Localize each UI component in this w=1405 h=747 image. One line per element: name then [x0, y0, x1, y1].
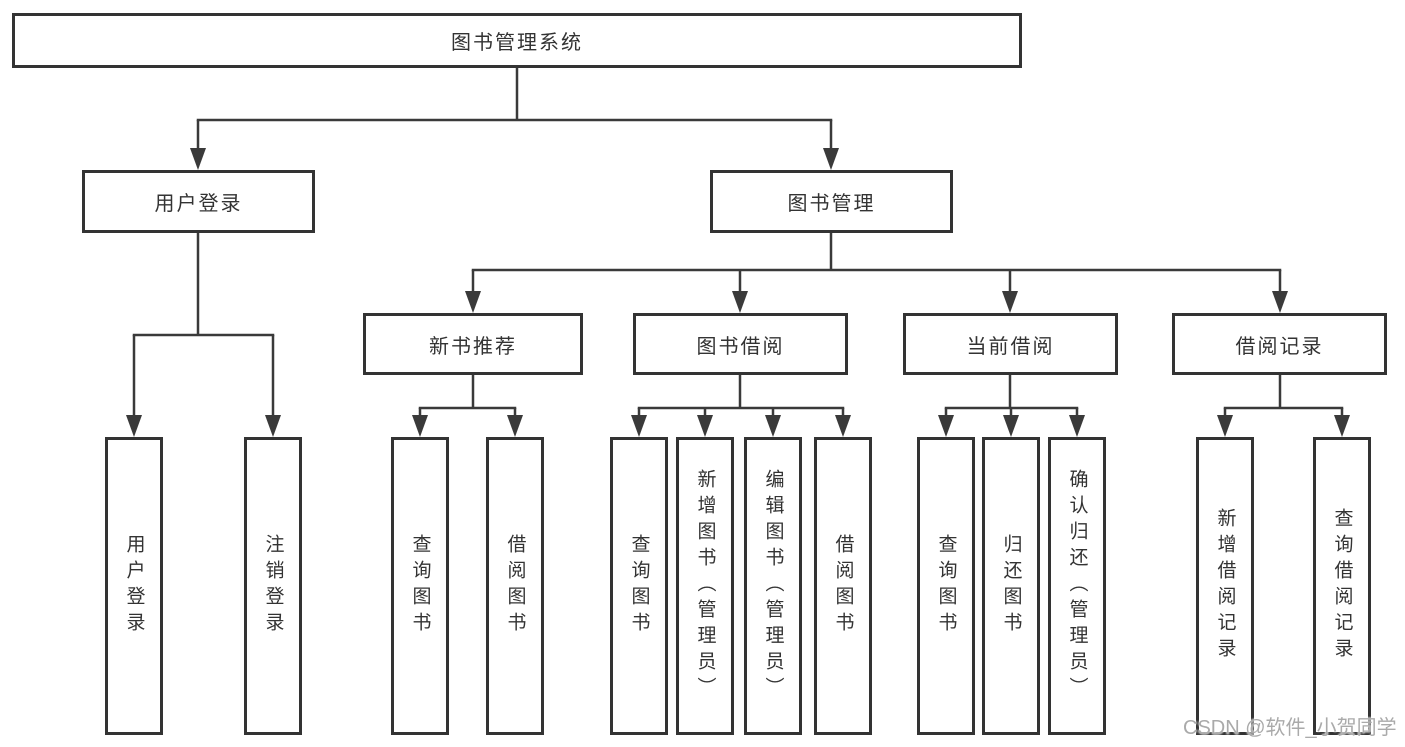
leaf-edit-books-admin-label: 编辑图书（管理员）: [762, 469, 784, 703]
node-book-borrow: 图书借阅: [633, 313, 848, 375]
leaf-add-borrow-record: 新增借阅记录: [1196, 437, 1254, 735]
leaf-confirm-return-admin: 确认归还（管理员）: [1048, 437, 1106, 735]
leaf-add-borrow-record-label: 新增借阅记录: [1214, 508, 1236, 664]
node-borrow-records-label: 借阅记录: [1235, 335, 1324, 358]
leaf-current-query-books: 查询图书: [917, 437, 975, 735]
node-current-borrow-label: 当前借阅: [966, 335, 1055, 358]
leaf-borrow-borrow-books: 借阅图书: [814, 437, 872, 735]
leaf-rec-query-books: 查询图书: [391, 437, 449, 735]
leaf-return-books: 归还图书: [982, 437, 1040, 735]
node-new-book-recommend-label: 新书推荐: [429, 335, 517, 358]
node-book-management-label: 图书管理: [787, 193, 876, 215]
watermark: CSDN @软件_小贺同学: [1183, 717, 1397, 739]
leaf-borrow-borrow-books-label: 借阅图书: [832, 534, 854, 638]
node-new-book-recommend: 新书推荐: [363, 313, 583, 375]
leaf-edit-books-admin: 编辑图书（管理员）: [744, 437, 802, 735]
leaf-current-query-books-label: 查询图书: [935, 534, 957, 638]
leaf-rec-query-books-label: 查询图书: [409, 534, 431, 638]
leaf-add-books-admin: 新增图书（管理员）: [676, 437, 734, 735]
leaf-logout-label: 注销登录: [262, 534, 284, 638]
node-book-borrow-label: 图书借阅: [696, 335, 785, 358]
node-root: 图书管理系统: [12, 13, 1022, 68]
leaf-query-borrow-record-label: 查询借阅记录: [1331, 508, 1353, 664]
leaf-rec-borrow-books-label: 借阅图书: [504, 534, 526, 638]
leaf-return-books-label: 归还图书: [1000, 534, 1022, 638]
node-user-login-label: 用户登录: [154, 193, 243, 215]
node-book-management: 图书管理: [710, 170, 953, 233]
leaf-logout: 注销登录: [244, 437, 302, 735]
leaf-user-login: 用户登录: [105, 437, 163, 735]
leaf-confirm-return-admin-label: 确认归还（管理员）: [1066, 469, 1088, 703]
leaf-borrow-query-books: 查询图书: [610, 437, 668, 735]
leaf-user-login-label: 用户登录: [123, 534, 145, 638]
node-borrow-records: 借阅记录: [1172, 313, 1387, 375]
leaf-borrow-query-books-label: 查询图书: [628, 534, 650, 638]
leaf-rec-borrow-books: 借阅图书: [486, 437, 544, 735]
node-root-label: 图书管理系统: [451, 32, 583, 54]
leaf-add-books-admin-label: 新增图书（管理员）: [694, 469, 716, 703]
node-current-borrow: 当前借阅: [903, 313, 1118, 375]
leaf-query-borrow-record: 查询借阅记录: [1313, 437, 1371, 735]
node-user-login: 用户登录: [82, 170, 315, 233]
